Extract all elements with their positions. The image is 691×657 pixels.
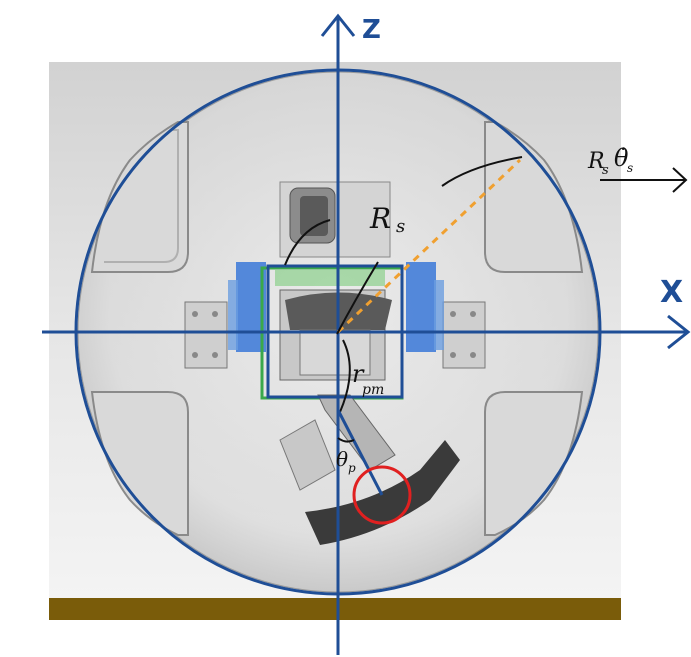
rpm-arc — [339, 339, 351, 413]
pendulum-mass-marker — [352, 465, 412, 525]
velocity-theta-dot: θ̇ — [614, 144, 629, 172]
velocity-label-subscript: s — [602, 163, 609, 178]
inner-mechanism — [279, 289, 392, 381]
rs-subscript: s — [396, 216, 405, 237]
velocity-theta-subscript: s — [627, 161, 633, 175]
board-component — [275, 270, 385, 286]
x-axis-label: X — [660, 275, 683, 310]
velocity-arrowhead — [672, 167, 688, 193]
x-axis-arrowhead — [667, 314, 691, 350]
rs-arc — [284, 219, 379, 335]
z-axis-label: Z — [362, 15, 381, 45]
pendulum-line — [336, 409, 384, 496]
tangent-stroke — [441, 156, 523, 187]
velocity-label: R — [587, 149, 605, 174]
ground-strip — [49, 598, 621, 620]
rpm-subscript: pm — [362, 382, 384, 398]
z-axis-arrowhead — [320, 13, 356, 37]
top-mount — [279, 181, 391, 258]
theta-p-arc — [337, 437, 355, 443]
rs-label: R — [369, 202, 391, 235]
theta-p-subscript: p — [348, 461, 356, 475]
rpm-label: r — [352, 360, 365, 388]
theta-p-label: θ — [336, 447, 348, 471]
side-brackets — [184, 301, 486, 369]
shell-radius-line — [336, 158, 522, 334]
